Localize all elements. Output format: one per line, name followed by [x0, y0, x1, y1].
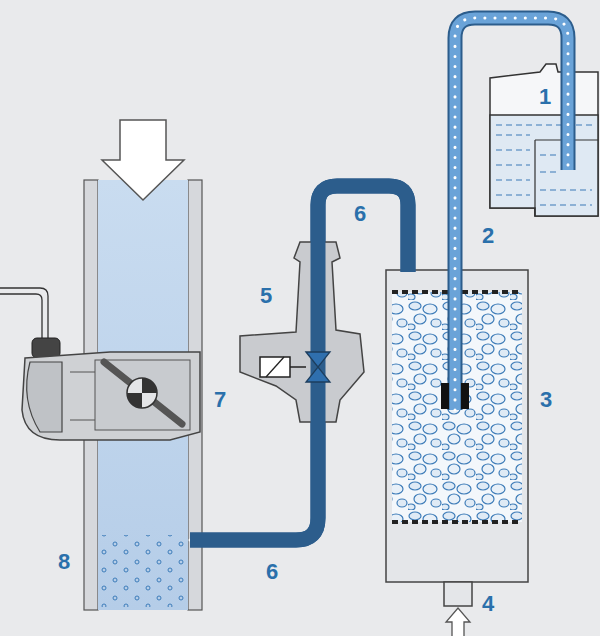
hoses: [190, 18, 568, 540]
callout-number: 3: [540, 389, 552, 411]
callout-number: 8: [58, 551, 70, 573]
throttle-body: [0, 288, 200, 440]
callout-number: 6: [266, 561, 278, 583]
purge-valve: [190, 186, 408, 540]
callout-number: 4: [482, 593, 494, 615]
fuel-tank: [490, 64, 598, 216]
callout-number: 7: [214, 389, 226, 411]
callout-number: 2: [482, 225, 494, 247]
callout-number: 1: [539, 86, 551, 108]
intake-pipe: [84, 120, 202, 610]
callout-number: 5: [260, 285, 272, 307]
callout-number: 6: [354, 203, 366, 225]
